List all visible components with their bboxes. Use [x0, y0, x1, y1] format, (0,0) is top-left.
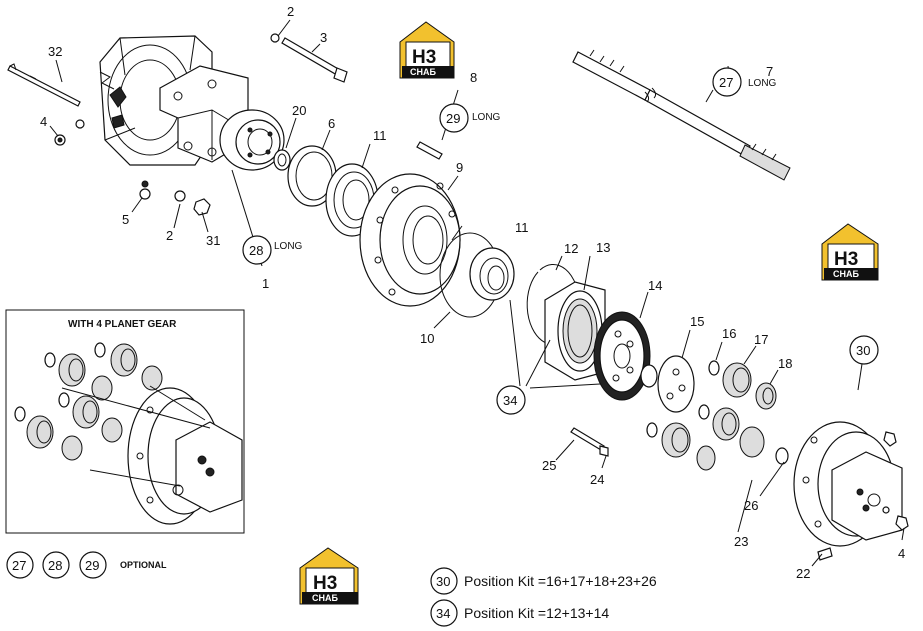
optional-27: 27: [12, 558, 26, 573]
ring-20: [273, 149, 291, 171]
planet-gears-right: [646, 360, 789, 471]
long-28: LONG: [274, 241, 303, 252]
carrier-14: [593, 311, 651, 401]
circle-30: 30: [856, 343, 870, 358]
callout-5: 5: [122, 212, 129, 227]
callout-3: 3: [320, 30, 327, 45]
inset-4-planet: WITH 4 PLANET GEAR: [5, 309, 245, 534]
callout-16: 16: [722, 326, 736, 341]
stud-8: [416, 141, 443, 160]
logo-top: H3 СНАБ: [399, 21, 455, 79]
long-27: LONG: [748, 78, 777, 89]
bolt-3: [281, 37, 348, 83]
ring-gear-13: [544, 281, 606, 381]
circle-28: 28: [249, 243, 263, 258]
logo-text: СНАБ: [410, 67, 436, 77]
logo-mark: H3: [412, 47, 436, 68]
callout-26: 26: [744, 498, 758, 513]
bolt-32: [7, 63, 81, 107]
callout-14: 14: [648, 278, 662, 293]
logo-text: СНАБ: [833, 269, 859, 279]
small-hardware: [54, 33, 280, 216]
logo-mark: H3: [834, 249, 858, 270]
callout-23: 23: [734, 534, 748, 549]
logo-right: H3 СНАБ: [821, 223, 879, 281]
axle-shaft-7: [572, 49, 791, 181]
callout-24: 24: [590, 472, 604, 487]
callout-8: 8: [470, 70, 477, 85]
optional-29: 29: [85, 558, 99, 573]
callout-17: 17: [754, 332, 768, 347]
callout-11b: 11: [515, 220, 529, 235]
logo-text: СНАБ: [312, 593, 338, 603]
callouts: 32 4 5 2 31 2 3 20 6 11 9 1 11 10 12 13 …: [40, 4, 905, 581]
callout-12: 12: [564, 241, 578, 256]
bolt-25: [570, 427, 609, 457]
kit-30-num: 30: [436, 574, 450, 589]
callout-4b: 4: [898, 546, 905, 561]
kit-legend: 30 Position Kit =16+17+18+23+26 34 Posit…: [430, 567, 657, 627]
callout-13: 13: [596, 240, 610, 255]
callout-31: 31: [206, 233, 220, 248]
callout-2b: 2: [166, 228, 173, 243]
thrust-plate-15: [640, 355, 695, 413]
long-29: LONG: [472, 112, 501, 123]
callout-10: 10: [420, 331, 434, 346]
kit-34-text: Position Kit =12+13+14: [464, 605, 609, 621]
callout-11a: 11: [373, 128, 387, 143]
axle-housing: [99, 35, 285, 171]
circle-27: 27: [719, 75, 733, 90]
callout-4a: 4: [40, 114, 47, 129]
bearing-11b: [469, 247, 515, 301]
kit-34-num: 34: [436, 606, 450, 621]
callout-7: 7: [766, 64, 773, 79]
inset-gears: [14, 342, 163, 461]
leader-lines: [49, 19, 905, 567]
inset-carrier: [61, 385, 243, 525]
planet-carrier-23: [793, 421, 909, 561]
optional-label: OPTIONAL: [120, 560, 167, 570]
kit-30-text: Position Kit =16+17+18+23+26: [464, 573, 657, 589]
callout-2a: 2: [287, 4, 294, 19]
optional-28: 28: [48, 558, 62, 573]
circled-refs: 28 LONG 29 LONG 27 LONG 34 30: [242, 67, 879, 415]
callout-15: 15: [690, 314, 704, 329]
callout-20: 20: [292, 103, 306, 118]
hub-9: [359, 173, 461, 307]
optional-legend: 27 28 29 OPTIONAL: [6, 551, 167, 579]
callout-1: 1: [262, 276, 269, 291]
callout-22: 22: [796, 566, 810, 581]
circle-29: 29: [446, 111, 460, 126]
callout-9: 9: [456, 160, 463, 175]
inset-title: WITH 4 PLANET GEAR: [68, 319, 177, 330]
logo-mark: H3: [313, 573, 337, 594]
circle-34: 34: [503, 393, 517, 408]
callout-32: 32: [48, 44, 62, 59]
logo-bottom: H3 СНАБ: [299, 547, 359, 605]
callout-18: 18: [778, 356, 792, 371]
callout-6: 6: [328, 116, 335, 131]
callout-25: 25: [542, 458, 556, 473]
